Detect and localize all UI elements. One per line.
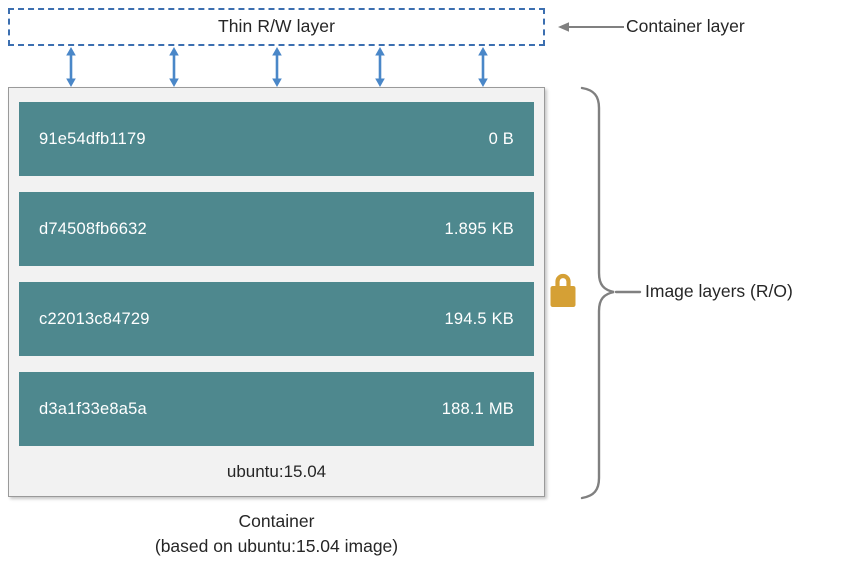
image-layer-size: 1.895 KB bbox=[444, 219, 514, 238]
image-layer-id: d3a1f33e8a5a bbox=[39, 399, 147, 418]
container-box: 91e54dfb1179 0 B d74508fb6632 1.895 KB c… bbox=[8, 87, 545, 497]
rw-to-image-connector-arrows bbox=[66, 47, 488, 87]
image-layers-callout-label: Image layers (R/O) bbox=[645, 281, 793, 301]
thin-rw-layer-label: Thin R/W layer bbox=[217, 16, 336, 37]
image-layer-size: 194.5 KB bbox=[444, 309, 514, 328]
image-layer-size: 0 B bbox=[488, 129, 514, 148]
caption-line-1: Container bbox=[238, 511, 315, 531]
double-headed-arrow bbox=[375, 47, 385, 87]
thin-rw-layer-box: Thin R/W layer bbox=[8, 8, 545, 46]
image-layer-id: 91e54dfb1179 bbox=[39, 129, 146, 148]
double-headed-arrow bbox=[478, 47, 488, 87]
diagram-caption: Container (based on ubuntu:15.04 image) bbox=[8, 509, 545, 560]
image-layer-size: 188.1 MB bbox=[441, 399, 514, 418]
double-headed-arrow bbox=[169, 47, 179, 87]
image-layers-brace bbox=[580, 86, 642, 500]
caption-line-2: (based on ubuntu:15.04 image) bbox=[154, 536, 399, 557]
double-headed-arrow bbox=[272, 47, 282, 87]
image-layer-row: 91e54dfb1179 0 B bbox=[19, 102, 534, 176]
base-image-name: ubuntu:15.04 bbox=[226, 462, 327, 481]
image-layer-row: d74508fb6632 1.895 KB bbox=[19, 192, 534, 266]
lock-icon bbox=[550, 273, 576, 307]
image-layer-row: d3a1f33e8a5a 188.1 MB bbox=[19, 372, 534, 446]
image-layer-id: d74508fb6632 bbox=[39, 219, 147, 238]
container-layer-callout-arrow bbox=[558, 22, 624, 32]
container-layer-callout-label: Container layer bbox=[626, 16, 745, 36]
image-layer-id: c22013c84729 bbox=[39, 309, 150, 328]
image-layer-row: c22013c84729 194.5 KB bbox=[19, 282, 534, 356]
double-headed-arrow bbox=[66, 47, 76, 87]
image-layer-stack: 91e54dfb1179 0 B d74508fb6632 1.895 KB c… bbox=[19, 102, 534, 462]
